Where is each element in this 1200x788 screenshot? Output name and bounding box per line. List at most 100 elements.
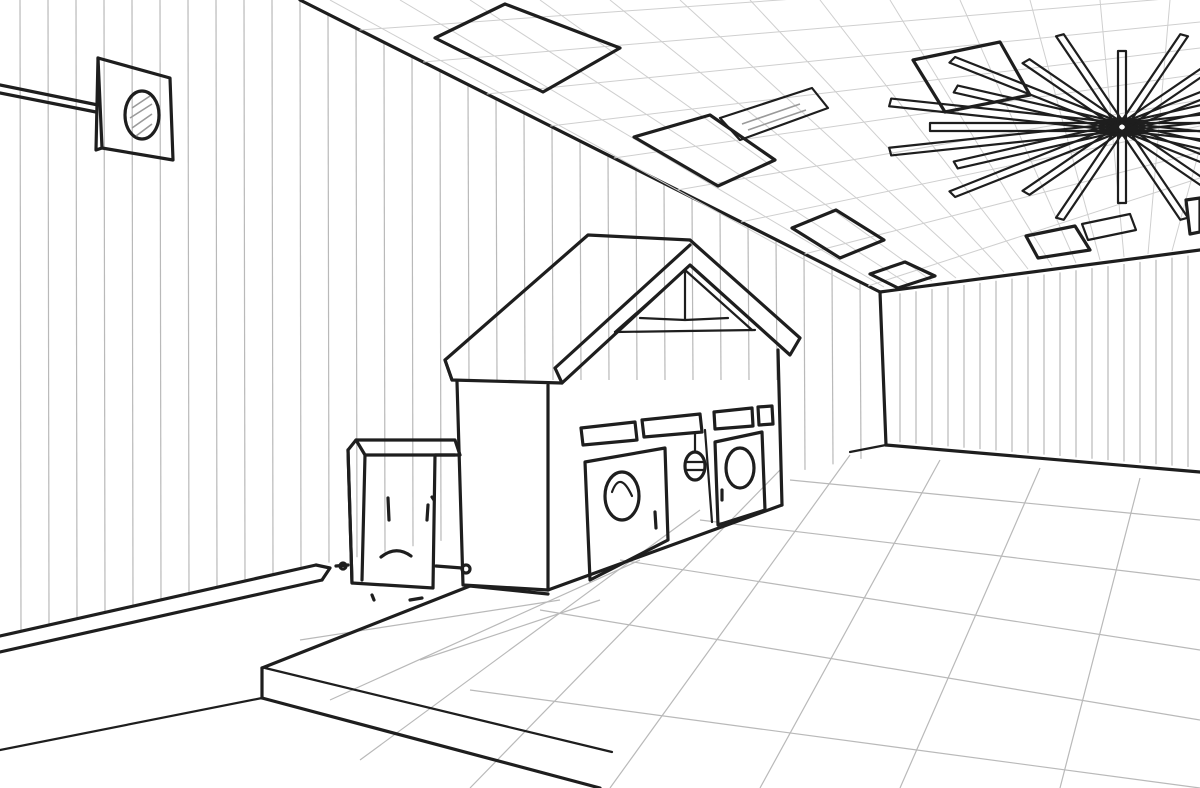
wall-plank — [747, 225, 750, 381]
floor-tile-line — [469, 469, 781, 788]
fan-blade — [1054, 33, 1127, 130]
fan-blade — [928, 121, 1124, 133]
floor-tile-line — [469, 689, 1200, 788]
ceiling-grid-line — [550, 47, 1200, 127]
wall-plank — [495, 98, 498, 381]
ceiling-fan — [888, 33, 1200, 221]
wall-plank — [467, 84, 470, 381]
ceiling-grid-line — [867, 177, 1200, 287]
left-eye — [386, 496, 391, 522]
wall-plank — [579, 140, 582, 381]
fan-blade — [952, 122, 1126, 170]
ceiling-grid-line — [749, 0, 1005, 273]
ceiling-vent — [1080, 212, 1138, 242]
floor-tile-line — [619, 559, 1200, 651]
floor-tile-line — [759, 459, 941, 788]
ceiling-panel — [790, 208, 886, 260]
ceiling-panel — [433, 2, 622, 94]
wall-plank — [159, 0, 162, 601]
ceiling-grid-line — [804, 151, 1200, 255]
ceiling-grid-line — [889, 0, 1053, 267]
fan-blade — [1117, 33, 1190, 130]
box-character — [334, 438, 472, 602]
ceiling-grid-line — [819, 0, 1029, 270]
wall-plank — [607, 155, 610, 381]
fan-blade — [1116, 49, 1128, 129]
floor-tile-line — [1059, 477, 1141, 788]
wall-plank — [187, 0, 190, 594]
fan-blade — [888, 97, 1125, 132]
wall-plank — [131, 0, 134, 607]
floor-tile-line — [419, 599, 601, 661]
wall-plank — [47, 0, 50, 626]
ceiling-panel — [1184, 196, 1200, 236]
wall-plank — [523, 112, 526, 381]
mouth — [379, 549, 413, 559]
wall-plank — [663, 183, 666, 381]
floor-tile-line — [539, 609, 1200, 721]
ceiling-grid-line — [679, 0, 981, 276]
fan-blade — [1116, 125, 1128, 205]
wall-plank — [271, 0, 274, 575]
wall-plank — [215, 0, 218, 588]
wall-plank — [19, 0, 22, 632]
floor-tile-line — [329, 559, 641, 701]
ceiling-panel — [868, 260, 937, 290]
ceiling-grid-line — [329, 0, 861, 291]
washing-machine — [713, 430, 767, 527]
wall-plank — [411, 56, 414, 547]
wall-plank — [103, 0, 106, 613]
fan-blade — [1021, 58, 1127, 131]
fan-blade — [1117, 124, 1190, 221]
ceiling-grid-line — [423, 0, 1159, 63]
wall-plank — [831, 267, 834, 465]
ceiling-grid-line — [469, 0, 909, 285]
wall-plank — [299, 0, 302, 569]
wall-plank — [803, 253, 806, 470]
ceiling-grid-line — [677, 99, 1200, 191]
ceiling-grid-line — [609, 0, 957, 279]
ceiling-grid-line — [740, 125, 1200, 223]
hanging-lamp — [683, 431, 707, 482]
wall-plank — [635, 169, 638, 381]
floor-tile-line — [699, 519, 1200, 581]
wall-plank — [719, 211, 722, 381]
wall-plank — [551, 126, 554, 381]
ceiling-panel — [632, 113, 777, 188]
ceiling-grid-line — [613, 73, 1200, 159]
wall-plank — [327, 14, 330, 563]
laundry-kiosk-house — [443, 233, 802, 592]
fan-blade — [1021, 123, 1127, 196]
left-wall — [19, 0, 888, 632]
ceiling-grid-line — [486, 21, 1200, 95]
ceiling-panel — [1024, 224, 1092, 260]
fan-blade — [888, 122, 1125, 157]
wall-light-fixture — [0, 56, 175, 162]
wall-plank — [243, 0, 246, 582]
wall-plank — [383, 42, 386, 552]
fan-blade — [948, 123, 1126, 199]
floor-tile-line — [899, 467, 1041, 788]
floor-tile-line — [609, 454, 851, 788]
washing-machine — [583, 446, 670, 582]
wall-plank — [355, 28, 358, 558]
wall-plank — [859, 281, 862, 459]
wall-plank — [75, 0, 78, 619]
fan-hub — [1098, 117, 1146, 137]
ceiling-panel — [911, 40, 1032, 114]
wall-plank — [691, 197, 694, 381]
fan-blade — [1054, 124, 1127, 221]
fan-blade — [1117, 123, 1200, 187]
wall-plank — [439, 70, 442, 541]
fan-blade — [952, 84, 1126, 132]
far-wall — [848, 255, 1200, 474]
fan-blade — [1117, 67, 1200, 131]
floor-tile-line — [359, 509, 701, 761]
floor-tile-line — [789, 479, 1200, 521]
ceiling — [329, 0, 1200, 294]
ceiling-vent — [718, 86, 830, 142]
ceiling-grid-line — [359, 0, 787, 31]
right-eye — [425, 495, 436, 522]
fan-blade — [948, 55, 1126, 131]
